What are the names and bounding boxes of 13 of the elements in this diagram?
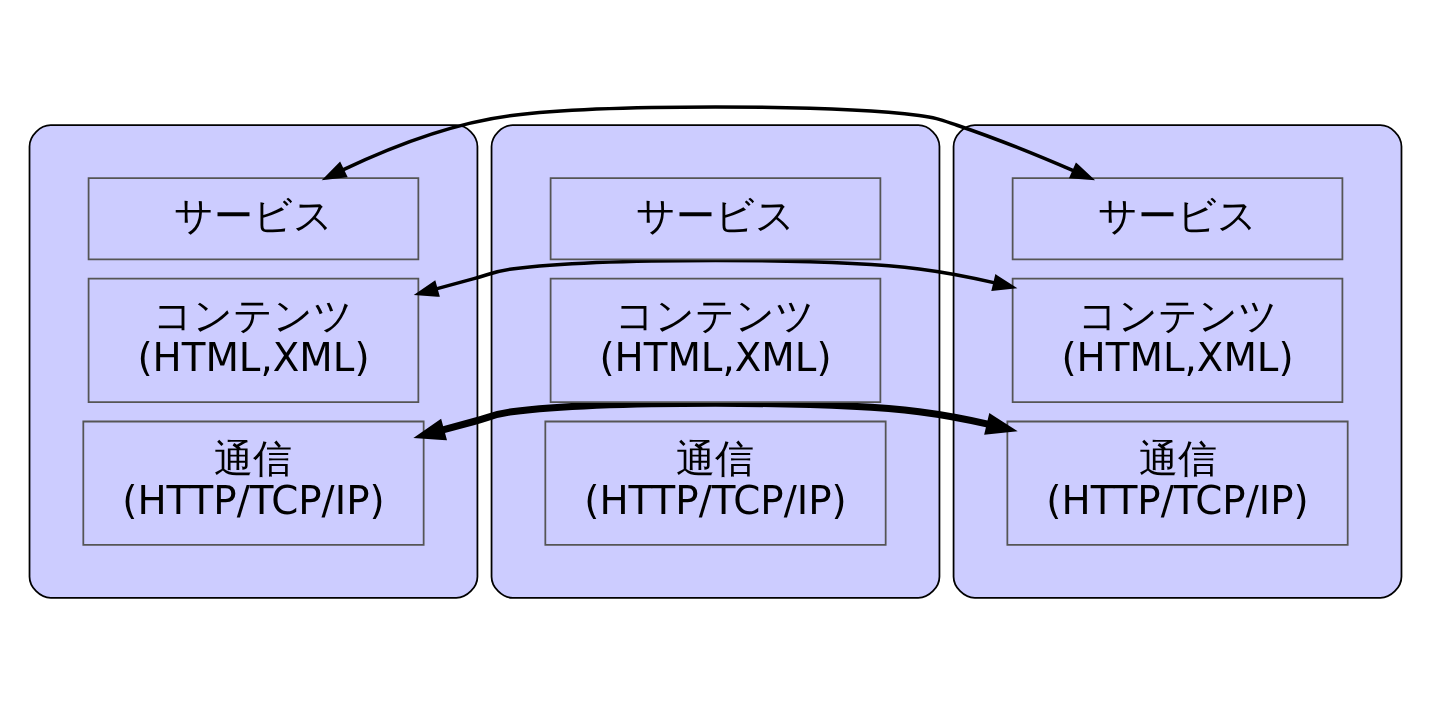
node-box: コンテンツ (HTML,XML) — [87, 277, 420, 403]
cluster — [28, 124, 479, 599]
node-box: サービス — [549, 177, 882, 261]
node-box: サービス — [87, 177, 420, 261]
node-box: コンテンツ (HTML,XML) — [1011, 277, 1344, 403]
node-box: 通信 (HTTP/TCP/IP) — [1006, 420, 1349, 546]
cluster — [490, 124, 941, 599]
node-box: サービス — [1011, 177, 1344, 261]
arrow — [321, 105, 1096, 181]
node-box: 通信 (HTTP/TCP/IP) — [82, 420, 425, 546]
cluster — [952, 124, 1403, 599]
node-box: コンテンツ (HTML,XML) — [549, 277, 882, 403]
node-box: 通信 (HTTP/TCP/IP) — [544, 420, 887, 546]
